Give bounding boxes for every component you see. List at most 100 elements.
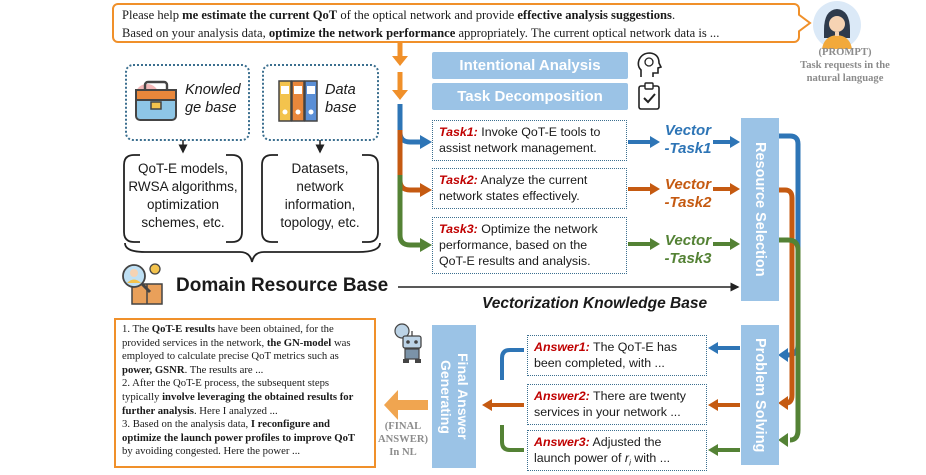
vector-task2-line2: -Task2 bbox=[664, 194, 712, 211]
knowledge-contents: QoT-E models, RWSA algorithms, optimizat… bbox=[127, 160, 239, 232]
prompt-text: Based on your analysis data, bbox=[122, 26, 269, 40]
prompt-caption: (PROMPT) Task requests in the natural la… bbox=[780, 46, 910, 85]
final-text: 3. Based on the analysis data, bbox=[122, 418, 251, 431]
final-answer-box: 1. The QoT-E results have been obtained,… bbox=[114, 318, 376, 468]
answer3-text-2d: with ... bbox=[630, 451, 671, 465]
prompt-text: . bbox=[671, 8, 676, 22]
task3-text-3: QoT-E results and analysis. bbox=[439, 254, 591, 268]
db-item: Datasets, bbox=[291, 161, 349, 176]
task2-box: Task2: Analyze the current network state… bbox=[432, 168, 627, 209]
expert-icon bbox=[122, 263, 163, 305]
prompt-text: Please help bbox=[122, 8, 183, 22]
final-answer-label-2: Generating bbox=[438, 359, 454, 434]
task1-text-1: Invoke QoT-E tools to bbox=[477, 125, 601, 139]
vector-task1-line1: Vector bbox=[664, 122, 712, 139]
final-answer-label-1: Final Answer bbox=[455, 353, 471, 440]
user-avatar-icon bbox=[813, 1, 861, 49]
answer1-label: Answer1: bbox=[534, 340, 590, 354]
task3-label: Task3: bbox=[439, 222, 478, 236]
answer2-label: Answer2: bbox=[534, 389, 590, 403]
database-label-1: Data bbox=[325, 82, 356, 98]
task1-text-2: assist network management. bbox=[439, 141, 597, 155]
speech-tail bbox=[798, 13, 812, 33]
kb-item: QoT-E models, bbox=[137, 161, 229, 176]
answer3-text-1: Adjusted the bbox=[589, 435, 662, 449]
answer1-box: Answer1: The QoT-E has been completed, w… bbox=[527, 335, 707, 376]
final-para-3: 3. Based on the analysis data, I reconfi… bbox=[122, 418, 368, 459]
answer3-var-sub: i bbox=[629, 458, 631, 468]
knowledge-base-box: Knowled ge base bbox=[125, 64, 250, 141]
answer1-text-2: been completed, with ... bbox=[534, 356, 665, 370]
toolbox-icon bbox=[135, 80, 177, 121]
final-emph: involve leveraging the obtained results … bbox=[122, 390, 354, 417]
vector-task2: Vector -Task2 bbox=[658, 176, 718, 212]
answer3-box: Answer3: Adjusted the launch power of ri… bbox=[527, 430, 707, 471]
resource-selection-label: Resource Selection bbox=[752, 142, 768, 277]
final-text: . Here I analyzed ... bbox=[193, 404, 278, 417]
task-decomposition-label: Task Decomposition bbox=[457, 88, 603, 105]
final-caption-1: (FINAL bbox=[384, 421, 422, 432]
final-text: 2. After the QoT-E process, the subseque… bbox=[122, 377, 330, 403]
db-item: topology, etc. bbox=[280, 215, 360, 230]
vector-task1-line2: -Task1 bbox=[664, 140, 712, 157]
prompt-text: of the optical network and provide bbox=[337, 8, 518, 22]
prompt-emph: me estimate the current QoT bbox=[182, 8, 338, 22]
final-text: have been obtained, for the provided ser… bbox=[122, 323, 334, 349]
final-text: was employed to calculate precise QoT me… bbox=[122, 336, 351, 363]
binders-icon bbox=[278, 80, 318, 122]
vector-task3-line2: -Task3 bbox=[664, 250, 712, 267]
database-label-2: base bbox=[325, 100, 357, 116]
task3-text-2: performance, based on the bbox=[439, 238, 588, 252]
prompt-caption-1: (PROMPT) bbox=[818, 47, 872, 58]
task2-text-1: Analyze the current bbox=[477, 173, 588, 187]
final-caption-3: In NL bbox=[389, 447, 417, 458]
task2-label: Task2: bbox=[439, 173, 478, 187]
final-text: 1. The bbox=[122, 323, 152, 335]
answer3-text-2a: launch power of bbox=[534, 451, 625, 465]
prompt-emph: effective analysis suggestions bbox=[517, 8, 672, 22]
vector-task2-line1: Vector bbox=[664, 176, 712, 193]
clipboard-check-icon bbox=[638, 82, 660, 110]
database-contents: Datasets, network information, topology,… bbox=[264, 160, 376, 232]
prompt-box: Please help me estimate the current QoT … bbox=[112, 3, 800, 43]
answer1-text-1: The QoT-E has bbox=[589, 340, 678, 354]
domain-resource-base-label: Domain Resource Base bbox=[176, 275, 389, 296]
final-para-2: 2. After the QoT-E process, the subseque… bbox=[122, 377, 368, 418]
task1-box: Task1: Invoke QoT-E tools to assist netw… bbox=[432, 120, 627, 161]
problem-solving-label: Problem Solving bbox=[752, 337, 768, 453]
database-box: Data base bbox=[262, 64, 379, 141]
kb-item: optimization bbox=[146, 197, 220, 212]
answer2-text-1: There are twenty bbox=[589, 389, 686, 403]
final-emph: I reconfigure and optimize the launch po… bbox=[122, 418, 356, 444]
answer3-var: r bbox=[624, 451, 630, 465]
db-item: information, bbox=[284, 197, 356, 212]
vector-task3-line1: Vector bbox=[664, 232, 712, 249]
final-answer-generating-bar: Final Answer Generating bbox=[432, 325, 476, 468]
final-text: . The results are ... bbox=[184, 363, 264, 376]
robot-icon bbox=[394, 323, 422, 363]
knowledge-base-label-2: ge base bbox=[185, 100, 237, 116]
resource-selection-bar: Resource Selection bbox=[741, 118, 779, 301]
brain-head-icon bbox=[637, 52, 662, 77]
final-emph: QoT-E results bbox=[151, 323, 216, 335]
prompt-emph: optimize the network performance bbox=[268, 26, 456, 40]
prompt-text: appropriately. The current optical netwo… bbox=[455, 26, 720, 40]
answer2-text-2: services in your network ... bbox=[534, 405, 681, 419]
problem-solving-bar: Problem Solving bbox=[741, 325, 779, 465]
final-answer-generating-label: Final Answer Generating bbox=[437, 353, 471, 440]
db-item: network bbox=[296, 179, 344, 194]
final-text: by avoiding congested. Here the power ..… bbox=[122, 445, 301, 458]
prompt-caption-2: Task requests in the bbox=[800, 60, 890, 71]
task-decomposition-bar: Task Decomposition bbox=[432, 83, 628, 110]
task2-text-2: network states effectively. bbox=[439, 189, 580, 203]
final-para-1: 1. The QoT-E results have been obtained,… bbox=[122, 323, 368, 377]
vectorization-kb-label: Vectorization Knowledge Base bbox=[482, 295, 708, 312]
vector-task3: Vector -Task3 bbox=[658, 232, 718, 268]
task3-text-1: Optimize the network bbox=[477, 222, 598, 236]
final-emph: power, GSNR bbox=[122, 363, 185, 376]
final-answer-caption: (FINAL ANSWER) In NL bbox=[372, 420, 434, 459]
intentional-analysis-label: Intentional Analysis bbox=[459, 57, 601, 74]
answer3-label: Answer3: bbox=[534, 435, 590, 449]
vector-task1: Vector -Task1 bbox=[658, 122, 718, 158]
